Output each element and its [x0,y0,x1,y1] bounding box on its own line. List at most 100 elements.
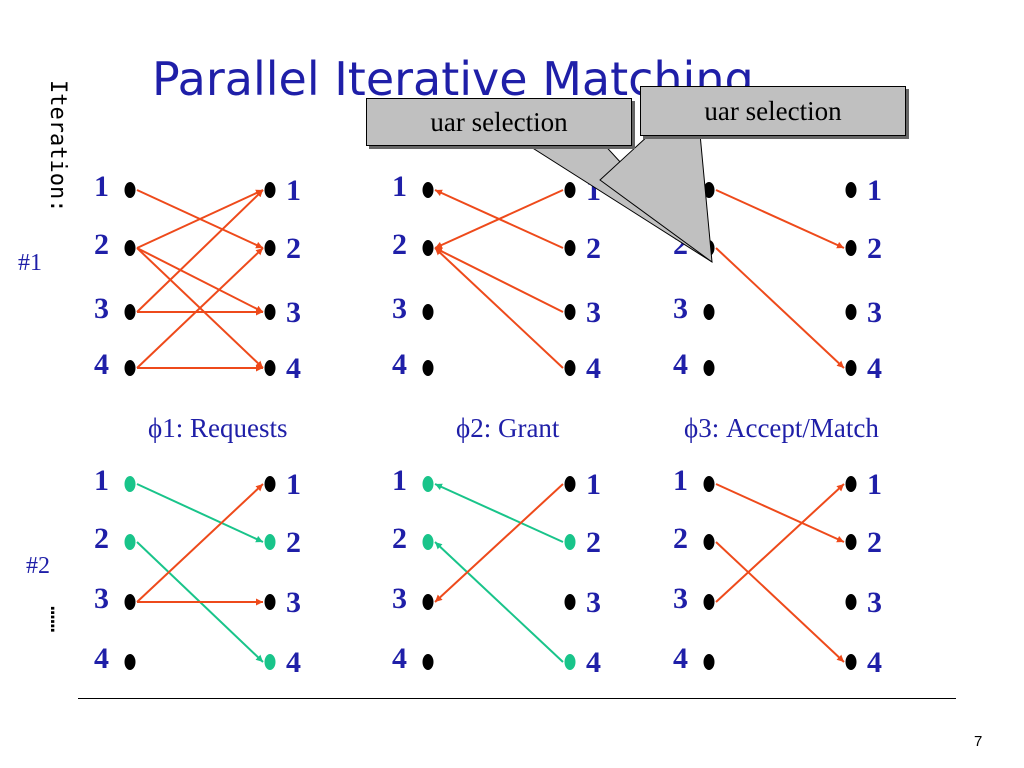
label-iter2-phase3-in-2: 2 [673,522,688,555]
label-iter2-phase2-out-2: 2 [586,526,601,559]
node-iter2-phase2-in-1 [422,476,434,492]
phase-label-accept-match: ϕ3: Accept/Match [684,413,879,443]
edge-iter2-phase1-in1-out2 [136,483,264,543]
label-iter1-phase2-out-2: 2 [586,232,601,265]
node-iter2-phase2-out-3 [564,594,576,610]
label-iter2-phase3-out-3: 3 [867,586,882,619]
node-iter1-phase1-in-2 [124,240,136,256]
label-iter1-phase1-out-2: 2 [286,232,301,265]
node-iter1-phase3-out-2 [845,240,857,256]
node-iter1-phase2-in-2 [422,240,434,256]
callout-uar-selection-right: uar selection [640,86,906,136]
label-iter1-phase1-out-4: 4 [286,352,301,385]
label-iter2-phase2-in-2: 2 [392,522,407,555]
label-iter2-phase3-in-3: 3 [673,582,688,615]
node-iter2-phase2-in-4 [422,654,434,670]
label-iter1-phase2-in-4: 4 [392,348,407,381]
node-iter1-phase3-in-4 [703,360,715,376]
node-iter1-phase2-in-4 [422,360,434,376]
node-iter2-phase2-in-3 [422,594,434,610]
node-iter1-phase2-in-1 [422,182,434,198]
label-iter1-phase2-in-1: 1 [392,170,407,203]
node-iter1-phase3-out-4 [845,360,857,376]
label-iter1-phase3-out-2: 2 [867,232,882,265]
label-iter2-phase3-out-1: 1 [867,468,882,501]
label-iter2-phase2-out-3: 3 [586,586,601,619]
label-iter2-phase1-out-3: 3 [286,586,301,619]
edge-iter1-phase3-in2-out4 [715,247,845,369]
iteration-1-label: #1 [18,250,42,276]
node-iter2-phase1-in-1 [124,476,136,492]
label-iter2-phase3-in-1: 1 [673,464,688,497]
label-iter2-phase1-in-2: 2 [94,522,109,555]
node-iter2-phase3-out-1 [845,476,857,492]
label-iter2-phase1-out-4: 4 [286,646,301,679]
node-iter1-phase3-out-3 [845,304,857,320]
footer-rule [78,698,956,699]
edge-iter2-phase3-in1-out2 [715,483,845,543]
edge-iter1-phase1-in2-out1 [136,189,264,249]
edge-iter2-phase2-in1-out2 [434,483,564,543]
node-iter2-phase1-out-1 [264,476,276,492]
label-iter2-phase1-in-1: 1 [94,464,109,497]
node-iter2-phase3-out-4 [845,654,857,670]
label-iter2-phase3-in-4: 4 [673,642,688,675]
edge-iter2-phase3-in3-out1 [715,483,845,603]
node-iter2-phase1-in-2 [124,534,136,550]
edge-iter1-phase3-in1-out2 [715,189,845,249]
node-iter1-phase3-out-1 [845,182,857,198]
label-iter1-phase3-in-4: 4 [673,348,688,381]
edge-iter1-phase2-in2-out3 [434,247,564,313]
callout-uar-selection-left: uar selection [366,98,632,146]
phase-label-requests: ϕ1: Requests [148,413,288,443]
label-iter2-phase2-in-3: 3 [392,582,407,615]
iteration-side-label: Iteration: [45,80,70,213]
edge-iter1-phase1-in3-out1 [136,189,264,313]
label-iter1-phase2-in-2: 2 [392,228,407,261]
node-iter2-phase3-in-4 [703,654,715,670]
label-iter1-phase3-in-3: 3 [673,292,688,325]
node-iter1-phase1-out-4 [264,360,276,376]
node-iter1-phase2-out-1 [564,182,576,198]
label-iter1-phase3-out-1: 1 [867,174,882,207]
node-iter2-phase3-in-3 [703,594,715,610]
label-iter1-phase1-in-1: 1 [94,170,109,203]
label-iter2-phase1-out-1: 1 [286,468,301,501]
node-iter1-phase1-in-3 [124,304,136,320]
label-iter1-phase2-out-3: 3 [586,296,601,329]
edge-iter1-phase1-in4-out2 [136,247,264,369]
page-number: 7 [974,733,983,750]
node-iter1-phase2-out-2 [564,240,576,256]
edge-iter2-phase1-in3-out1 [136,483,264,603]
node-iter1-phase1-out-2 [264,240,276,256]
label-iter2-phase1-in-3: 3 [94,582,109,615]
edge-iter1-phase1-in2-out3 [136,247,264,313]
label-iter2-phase3-out-4: 4 [867,646,882,679]
label-iter1-phase1-in-4: 4 [94,348,109,381]
edge-iter2-phase3-in2-out4 [715,541,845,663]
label-iter1-phase1-in-2: 2 [94,228,109,261]
node-layer [124,182,857,670]
label-iter2-phase2-out-1: 1 [586,468,601,501]
label-iter1-phase3-out-4: 4 [867,352,882,385]
node-iter2-phase2-out-1 [564,476,576,492]
node-iter2-phase2-out-2 [564,534,576,550]
label-iter2-phase3-out-2: 2 [867,526,882,559]
label-iter1-phase2-in-3: 3 [392,292,407,325]
ellipsis-label: …… [45,606,70,633]
node-iter1-phase1-in-4 [124,360,136,376]
node-iter2-phase1-out-4 [264,654,276,670]
label-iter2-phase1-out-2: 2 [286,526,301,559]
node-iter1-phase1-out-1 [264,182,276,198]
node-iter2-phase1-out-3 [264,594,276,610]
node-iter2-phase1-in-4 [124,654,136,670]
label-iter2-phase2-in-1: 1 [392,464,407,497]
edge-iter1-phase2-in2-out1 [434,189,564,249]
node-iter1-phase1-out-3 [264,304,276,320]
node-iter2-phase2-in-2 [422,534,434,550]
node-iter1-phase1-in-1 [124,182,136,198]
node-iter2-phase3-out-2 [845,534,857,550]
iteration-2-label: #2 [26,553,50,579]
label-iter2-phase2-out-4: 4 [586,646,601,679]
